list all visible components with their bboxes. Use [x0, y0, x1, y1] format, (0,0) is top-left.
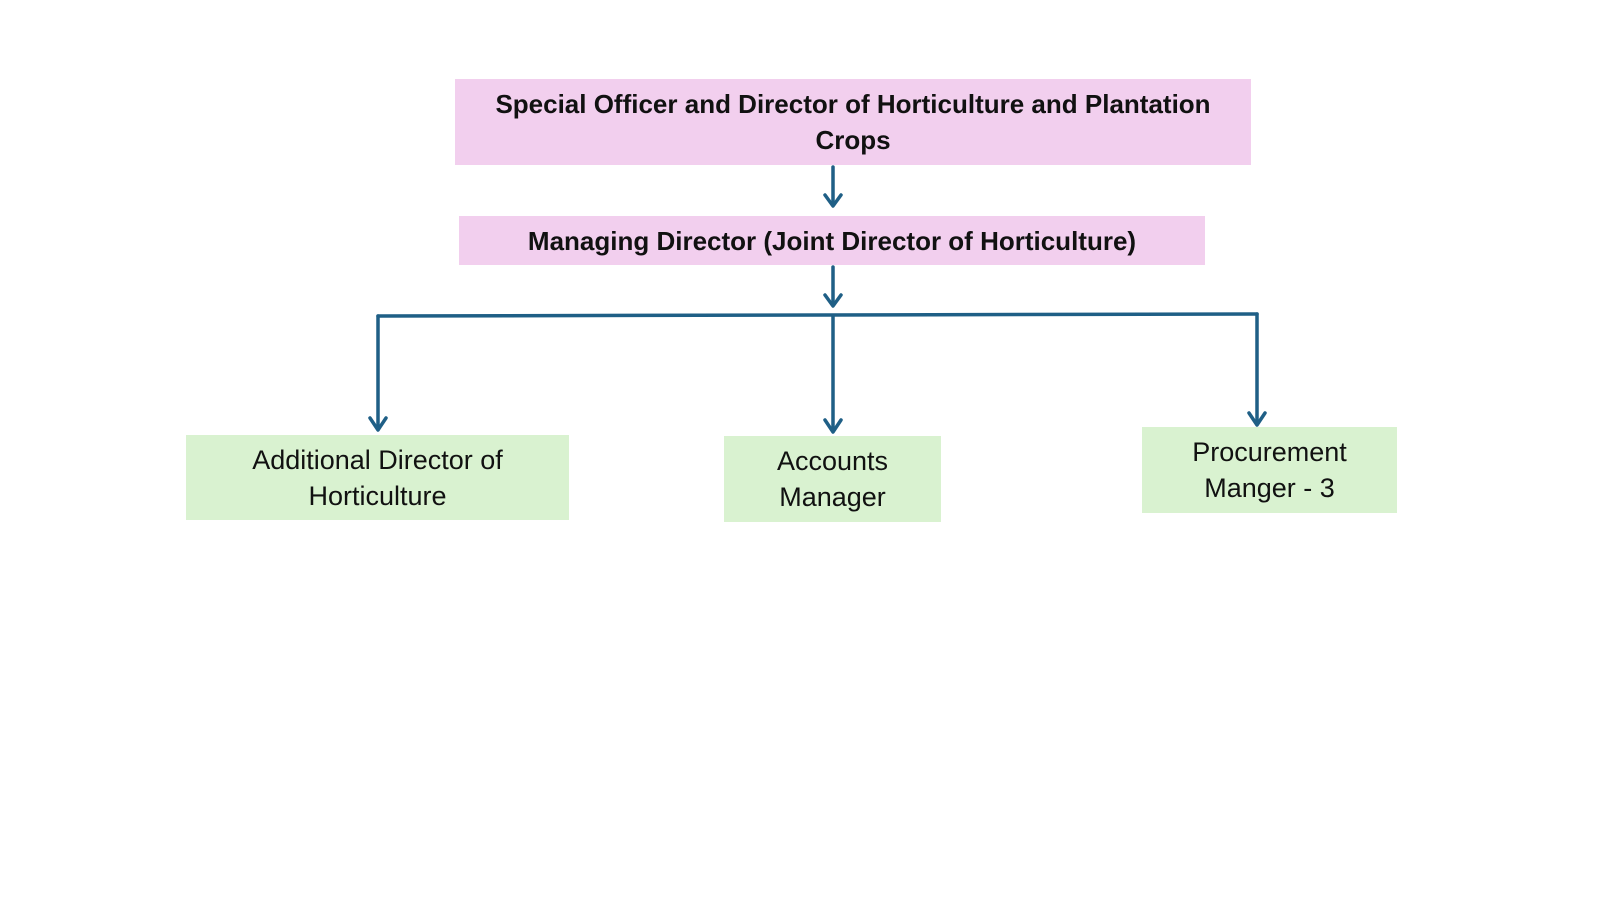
node-accounts-manager-label: Accounts Manager: [776, 446, 889, 512]
node-managing-director-label: Managing Director (Joint Director of Hor…: [527, 225, 1137, 256]
arrowhead-procurement-manager: [1247, 411, 1267, 427]
node-additional-director-label: Additional Director of Horticulture: [252, 444, 503, 511]
arrowhead-additional-director: [368, 416, 388, 432]
node-additional-director: Additional Director of Horticulture: [186, 435, 569, 520]
node-accounts-manager: Accounts Manager: [724, 436, 941, 522]
arrowhead-accounts-manager: [823, 418, 843, 434]
node-special-officer: Special Officer and Director of Horticul…: [455, 79, 1251, 165]
arrowhead-branch: [823, 293, 843, 308]
node-procurement-manager-label: Procurement Manger - 3: [1192, 437, 1347, 503]
node-special-officer-label: Special Officer and Director of Horticul…: [495, 89, 1211, 155]
node-managing-director: Managing Director (Joint Director of Hor…: [459, 216, 1205, 265]
arrowhead-md: [823, 193, 843, 208]
connector-branch-horizontal: [376, 312, 1259, 318]
node-procurement-manager: Procurement Manger - 3: [1142, 427, 1397, 513]
